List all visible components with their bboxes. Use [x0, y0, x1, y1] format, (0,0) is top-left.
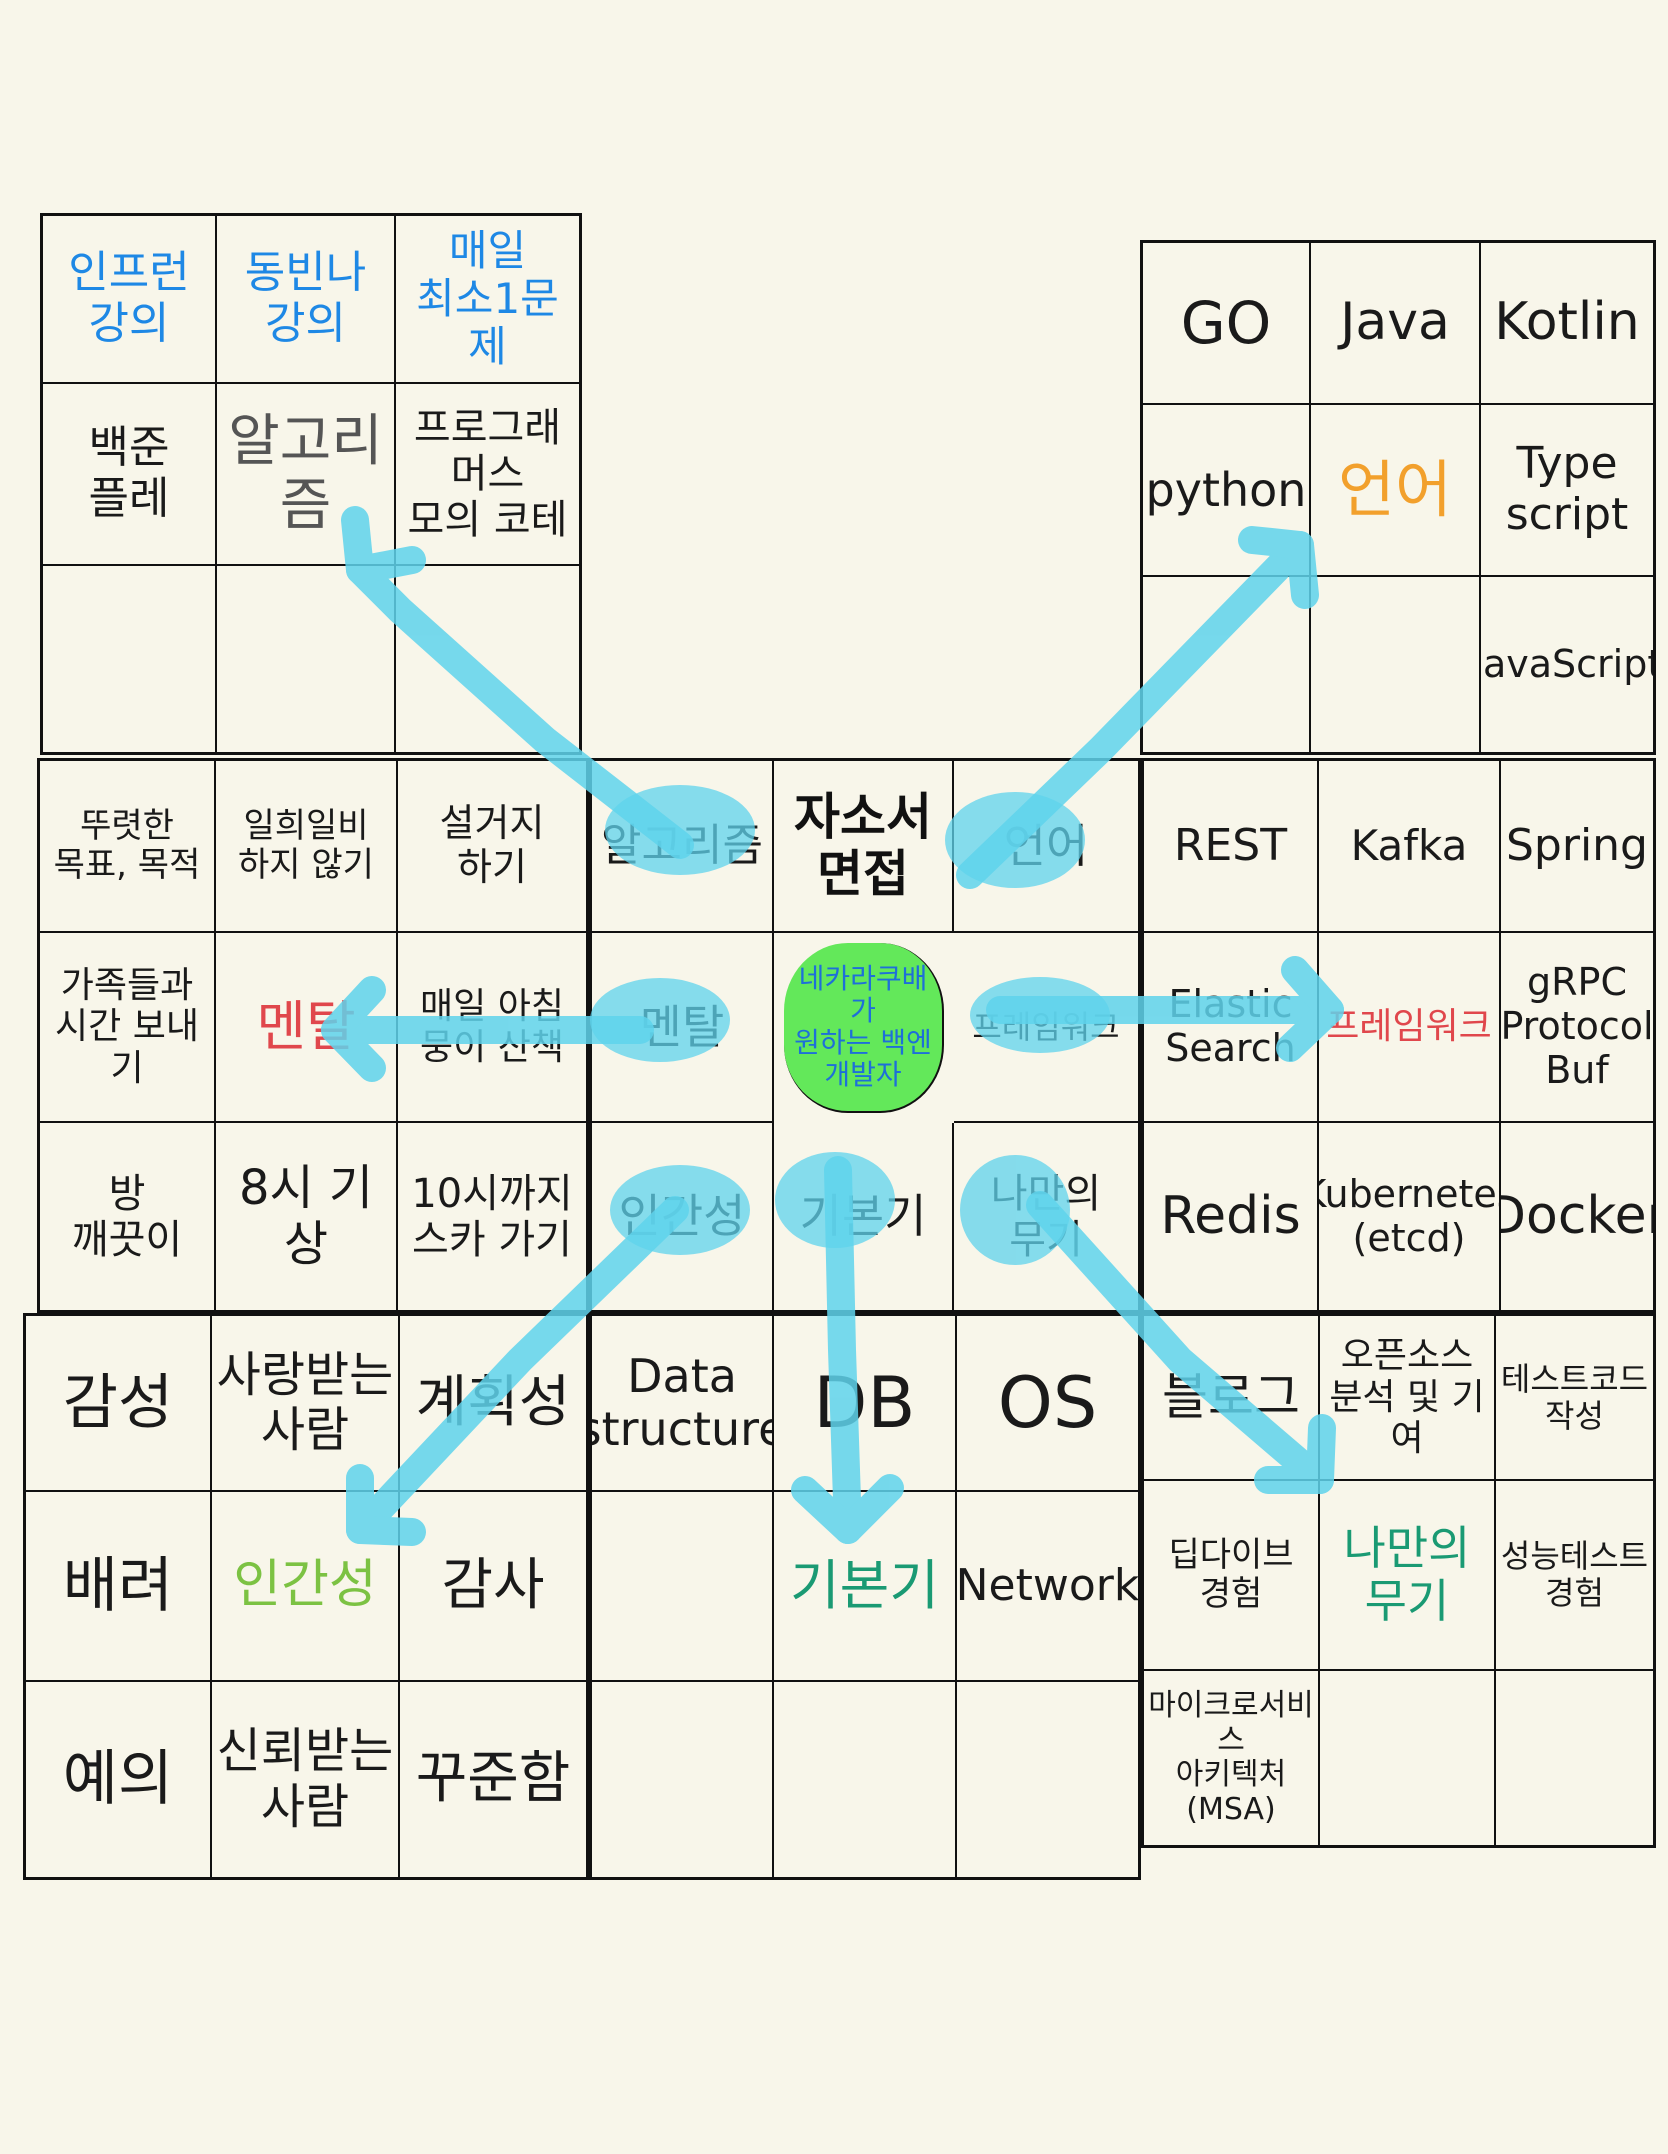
humanity-cell-4: 배려 [26, 1492, 212, 1682]
mental-cell-5: 멘탈 [216, 933, 398, 1123]
center-cell-7: 인간성 [592, 1123, 774, 1310]
weapon-cell-4: 딥다이브 경험 [1144, 1481, 1320, 1671]
weapon-cell-3: 테스트코드 작성 [1496, 1316, 1653, 1481]
center-goal-cell: 네카라쿠배가 원하는 백엔 개발자 [784, 943, 944, 1113]
mental-cell-7: 방 깨끗이 [40, 1123, 216, 1310]
framework-cell-7: Redis [1144, 1123, 1319, 1310]
center-cell-8: 기본기 [774, 1123, 954, 1310]
algorithm-cell-1: 인프런 강의 [43, 216, 217, 384]
weapon-cell-8 [1320, 1671, 1496, 1845]
humanity-cell-8: 신뢰받는 사람 [212, 1682, 400, 1877]
framework-cell-4: Elastic Search [1144, 933, 1319, 1123]
center-cell-6: 프레임워크 [954, 933, 1138, 1123]
basics-cell-3: OS [957, 1316, 1138, 1492]
algorithm-cell-8 [217, 566, 396, 752]
weapon-cell-9 [1496, 1671, 1653, 1845]
humanity-cell-9: 꾸준함 [415, 1746, 571, 1812]
language-cell-5: 언어 [1311, 405, 1481, 577]
center-cell-2: 자소서 면접 [774, 761, 954, 933]
algorithm-cell-5: 알고리즘 [217, 384, 396, 566]
language-cell-2: Java [1311, 243, 1481, 405]
basics-cell-5: 기본기 [774, 1492, 957, 1682]
center-cell-1: 알고리즘 [592, 761, 774, 933]
language-cell-1: GO [1143, 243, 1311, 405]
basics-cell-8 [774, 1682, 957, 1877]
basics-cell-1: Data structure [592, 1316, 774, 1492]
mental-cell-2: 일희일비 하지 않기 [216, 761, 398, 933]
language-cell-6: Type script [1481, 405, 1653, 577]
framework-cell-1: REST [1144, 761, 1319, 933]
center-cell-3: 언어 [954, 761, 1138, 933]
framework-cell-3: Spring [1501, 761, 1653, 933]
algorithm-cell-3: 매일 최소1문제 [396, 216, 579, 384]
framework-cell-5: 프레임워크 [1319, 933, 1501, 1123]
weapon-cell-2: 오픈소스 분석 및 기여 [1320, 1316, 1496, 1481]
mental-cell-3: 설거지 하기 [398, 761, 586, 933]
mental-cell-6: 매일 아침 뭉이 산책 [398, 933, 586, 1123]
algorithm-cell-2: 동빈나 강의 [217, 216, 396, 384]
mental-cell-9: 10시까지 스카 가기 [411, 1170, 573, 1263]
grid-basics: Data structureDBOS기본기Network [589, 1313, 1141, 1880]
basics-cell-4 [592, 1492, 774, 1682]
humanity-cell-7: 예의 [26, 1682, 212, 1877]
language-cell-3: Kotlin [1481, 243, 1653, 405]
language-cell-4: python [1143, 405, 1311, 577]
algorithm-cell-9 [396, 566, 579, 752]
algorithm-cell-7 [43, 566, 217, 752]
mental-cell-4: 가족들과 시간 보내기 [40, 933, 216, 1123]
humanity-cell-6: 감사 [400, 1492, 586, 1682]
basics-cell-7 [592, 1682, 774, 1877]
framework-cell-6: gRPC Protocol Buf [1501, 933, 1653, 1123]
basics-cell-9 [957, 1682, 1138, 1877]
mental-cell-1: 뚜렷한 목표, 목적 [40, 761, 216, 933]
weapon-cell-6: 성능테스트 경험 [1496, 1481, 1653, 1671]
algorithm-cell-6: 프로그래머스 모의 코테 [396, 384, 579, 566]
language-cell-8 [1311, 577, 1481, 752]
center-cell-4: 멘탈 [592, 933, 774, 1123]
basics-cell-2: DB [774, 1316, 957, 1492]
humanity-cell-5: 인간성 [212, 1492, 400, 1682]
weapon-cell-1: 블로그 [1144, 1316, 1320, 1481]
humanity-cell-3: 계획성 [400, 1316, 586, 1492]
center-cell-9: 나만의 무기 [990, 1170, 1102, 1263]
humanity-cell-2: 사랑받는 사람 [212, 1316, 400, 1492]
framework-cell-8: Kubernetes (etcd) [1319, 1123, 1501, 1310]
mental-cell-8: 8시 기상 [216, 1123, 398, 1310]
language-cell-7 [1143, 577, 1311, 752]
framework-cell-2: Kafka [1319, 761, 1501, 933]
algorithm-cell-4: 백준 플레 [43, 384, 217, 566]
framework-cell-9: Docker [1501, 1185, 1653, 1246]
weapon-cell-5: 나만의 무기 [1320, 1481, 1496, 1671]
basics-cell-6: Network [957, 1492, 1138, 1682]
weapon-cell-7: 마이크로서비스 아키텍처 (MSA) [1144, 1671, 1320, 1845]
language-cell-9: JavaScript [1481, 641, 1653, 686]
humanity-cell-1: 감성 [26, 1316, 212, 1492]
